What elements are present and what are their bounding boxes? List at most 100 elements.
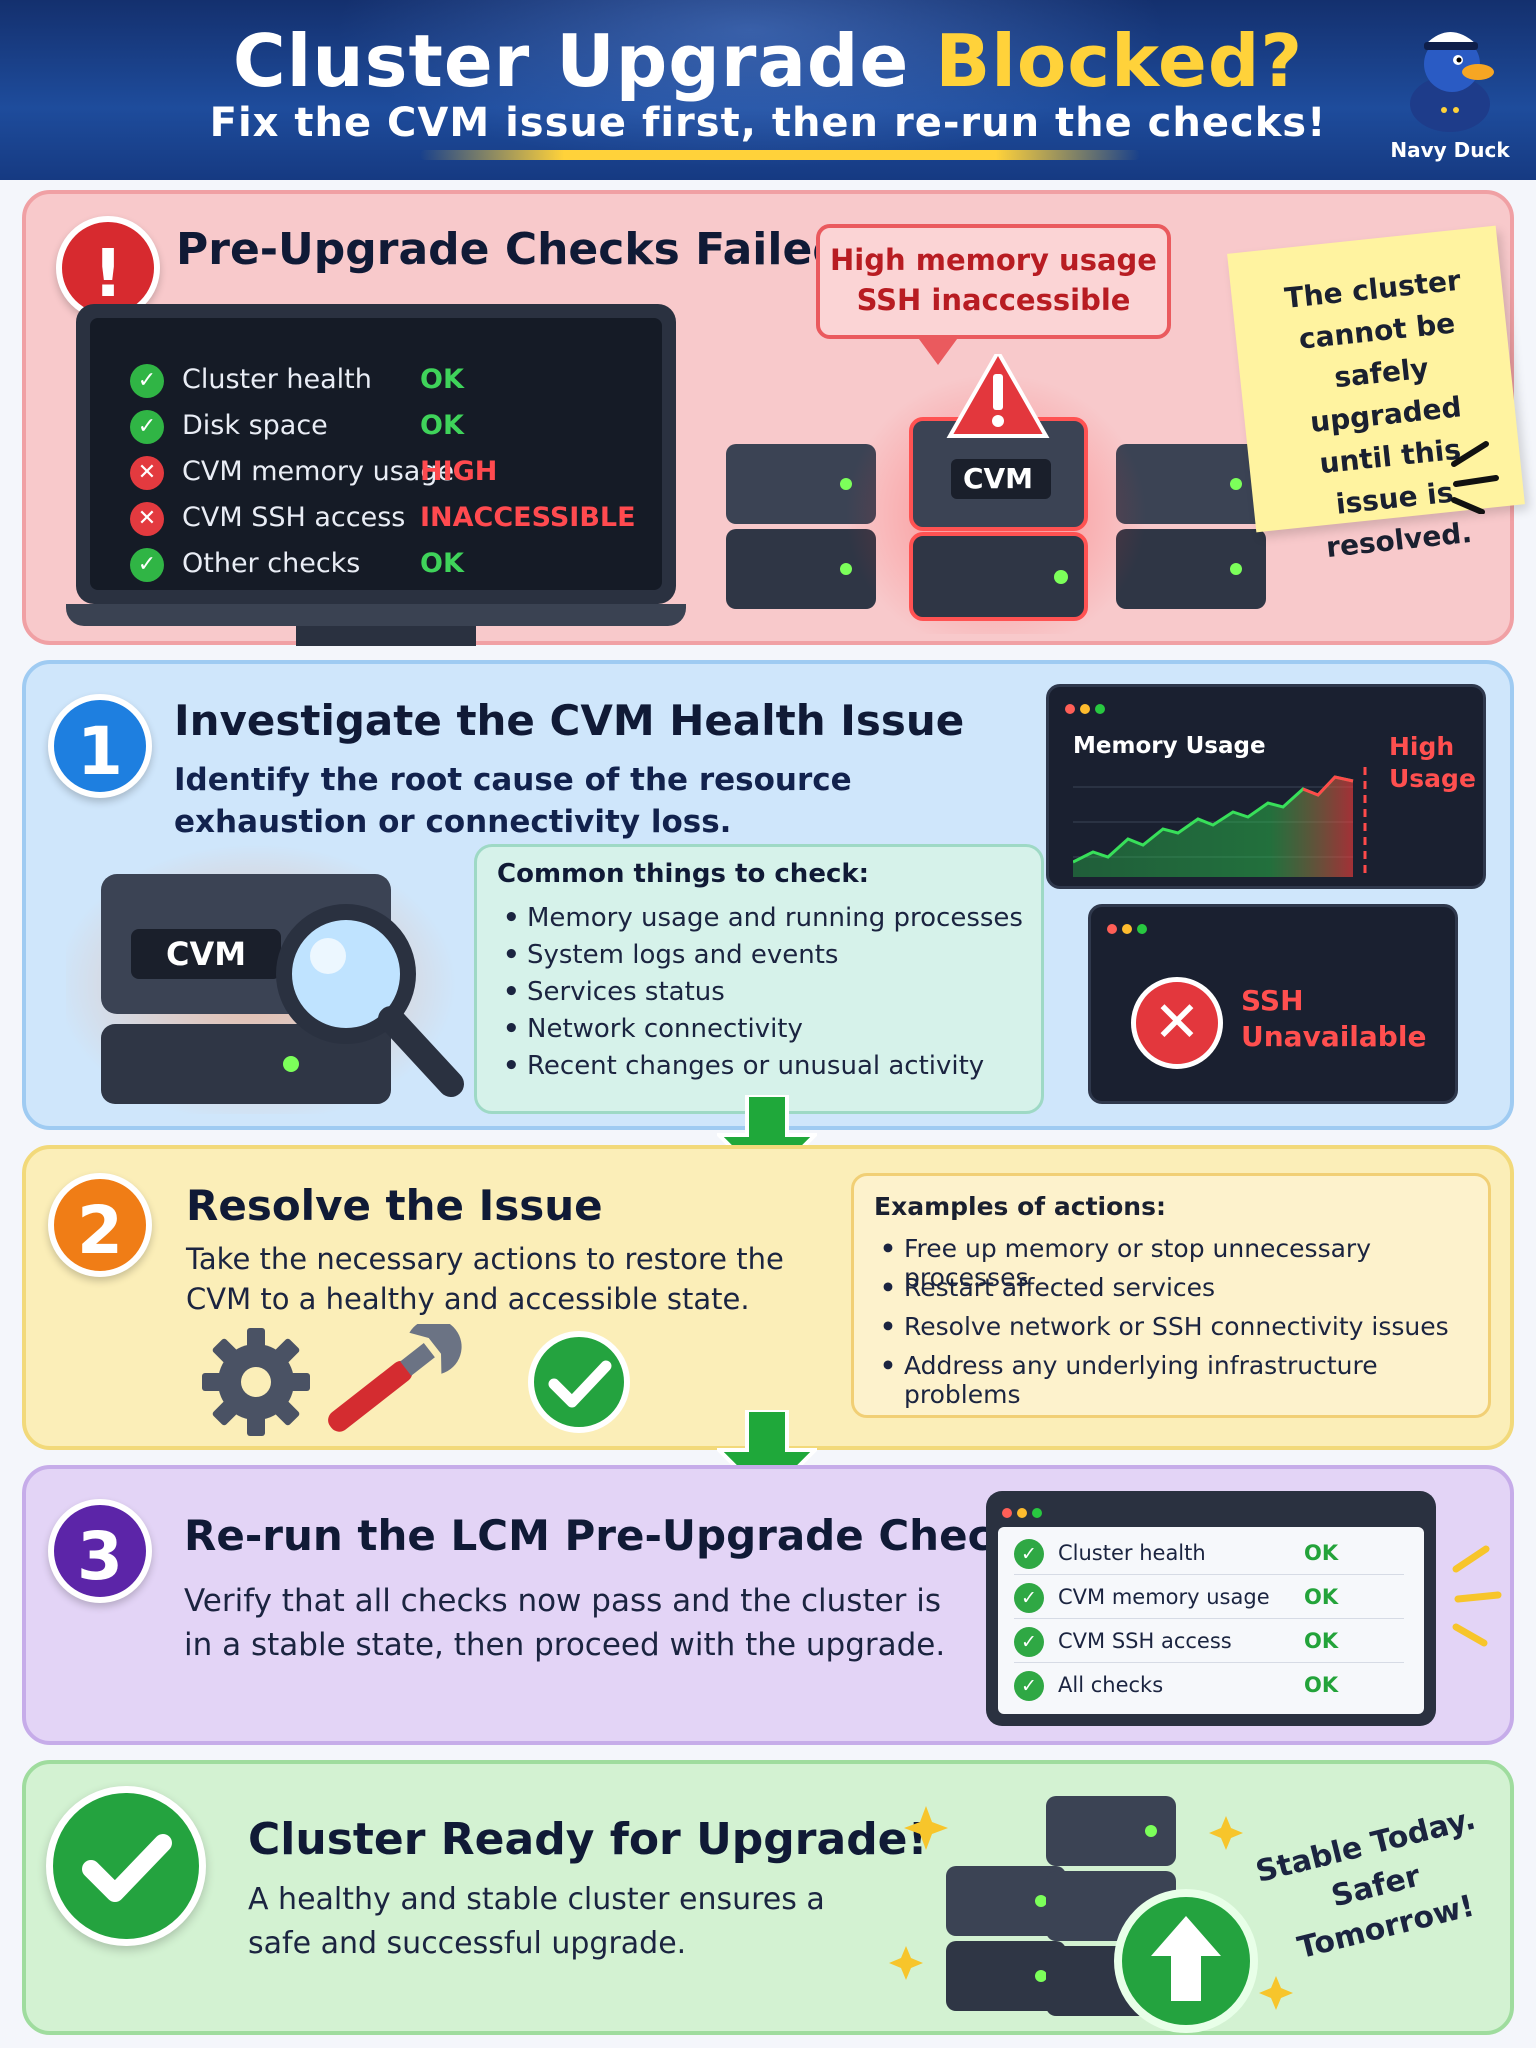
check-row: ✓ All checks OK <box>1014 1667 1404 1707</box>
check-row: ✕ CVM SSH access INACCESSIBLE <box>130 496 650 542</box>
check-ok-icon: ✓ <box>130 364 164 398</box>
check-ok-icon: ✓ <box>1014 1671 1044 1701</box>
step2-description: Take the necessary actions to restore th… <box>186 1242 784 1316</box>
check-row: ✓ Cluster health OK <box>130 358 650 404</box>
step2-number-badge: 2 <box>48 1173 152 1277</box>
error-x-icon: ✕ <box>1131 977 1223 1069</box>
check-label: CVM SSH access <box>1058 1629 1232 1653</box>
monitor-stand <box>296 626 476 646</box>
ssh-status-line: Unavailable <box>1241 1020 1427 1053</box>
memory-alert-line: High <box>1389 732 1455 761</box>
check-ok-icon: ✓ <box>130 410 164 444</box>
title-accent: Blocked? <box>935 19 1304 103</box>
check-label: Cluster health <box>1058 1541 1206 1565</box>
memory-usage-title: Memory Usage <box>1073 733 1266 759</box>
server-label: CVM <box>962 462 1034 495</box>
subtitle-underline <box>420 150 1140 160</box>
monitor-screen: ✓ Cluster health OK ✓ Disk space OK ✕ CV… <box>90 318 662 590</box>
cvm-magnify-icon <box>66 844 464 1114</box>
check-ok-icon: ✓ <box>1014 1539 1044 1569</box>
monitor-base <box>66 604 686 626</box>
window-dots <box>1002 1503 1047 1522</box>
duck-mascot-icon <box>1410 32 1494 132</box>
step3-number-badge: 3 <box>48 1499 152 1603</box>
check-value: INACCESSIBLE <box>420 502 636 533</box>
check-value: OK <box>1304 1541 1339 1565</box>
check-label: All checks <box>1058 1673 1164 1697</box>
check-row: ✓ Disk space OK <box>130 404 650 450</box>
list-item: Memory usage and running processes <box>497 903 1023 940</box>
page-subtitle: Fix the CVM issue first, then re-run the… <box>209 100 1327 146</box>
mascot-label: Navy Duck <box>1390 138 1510 162</box>
server-rack-icon <box>726 354 1266 634</box>
check-value: HIGH <box>420 456 498 487</box>
server-label: CVM <box>165 935 247 973</box>
passing-checks-window: ✓ Cluster health OK ✓ CVM memory usage O… <box>986 1491 1436 1726</box>
step3-title: Re-run the LCM Pre-Upgrade Checks <box>184 1511 1046 1560</box>
sparkle-lines-icon <box>1452 1545 1502 1647</box>
check-row: ✓ CVM SSH access OK <box>1014 1623 1404 1663</box>
memory-usage-chart <box>1073 767 1367 877</box>
step3-description: Verify that all checks now pass and the … <box>184 1583 946 1663</box>
ready-title: Cluster Ready for Upgrade! <box>248 1814 928 1865</box>
check-fail-icon: ✕ <box>130 502 164 536</box>
check-value: OK <box>420 410 464 441</box>
check-row: ✓ CVM memory usage OK <box>1014 1579 1404 1619</box>
alert-line: High memory usage <box>830 243 1157 277</box>
check-value: OK <box>1304 1629 1339 1653</box>
common-checks-list: Memory usage and running processes Syste… <box>497 903 1023 1088</box>
common-checks-title: Common things to check: <box>497 859 870 889</box>
check-label: CVM memory usage <box>1058 1585 1270 1609</box>
alert-line: SSH inaccessible <box>856 283 1131 317</box>
common-checks-box: Common things to check: Memory usage and… <box>474 844 1044 1114</box>
speech-tail <box>916 335 960 365</box>
step1-number-badge: 1 <box>48 694 152 798</box>
step1-description: Identify the root cause of the resource … <box>174 762 852 840</box>
checks-monitor: ✓ Cluster health OK ✓ Disk space OK ✕ CV… <box>76 304 676 604</box>
list-item: Address any underlying infrastructure pr… <box>874 1351 1488 1409</box>
window-dots <box>1065 699 1110 718</box>
memory-alert: High Usage <box>1389 731 1479 795</box>
check-value: OK <box>1304 1585 1339 1609</box>
emphasis-marks-icon <box>1451 441 1499 514</box>
step1-title: Investigate the CVM Health Issue <box>174 696 965 745</box>
examples-title: Examples of actions: <box>874 1192 1166 1221</box>
check-label: Disk space <box>182 410 328 441</box>
list-item: Recent changes or unusual activity <box>497 1051 1023 1088</box>
memory-usage-window: Memory Usage High Usage <box>1046 684 1486 889</box>
ready-panel: Cluster Ready for Upgrade! A healthy and… <box>22 1760 1514 2035</box>
memory-alert-line: Usage <box>1389 764 1476 793</box>
ssh-status-window: ✕ SSH Unavailable <box>1088 904 1458 1104</box>
check-ok-icon: ✓ <box>1014 1583 1044 1613</box>
check-ok-icon: ✓ <box>1014 1627 1044 1657</box>
examples-actions-box: Examples of actions: Free up memory or s… <box>851 1173 1491 1418</box>
step2-panel: 2 Resolve the Issue Take the necessary a… <box>22 1145 1514 1450</box>
check-value: OK <box>420 364 464 395</box>
step2-title: Resolve the Issue <box>186 1181 603 1230</box>
alert-speech-bubble: High memory usage SSH inaccessible <box>816 224 1171 339</box>
step3-panel: 3 Re-run the LCM Pre-Upgrade Checks Veri… <box>22 1465 1514 1745</box>
check-row: ✕ CVM memory usage HIGH <box>130 450 650 496</box>
ready-description: A healthy and stable cluster ensures a s… <box>248 1882 825 1961</box>
check-label: CVM memory usage <box>182 456 455 487</box>
checks-list: ✓ Cluster health OK ✓ CVM memory usage O… <box>998 1527 1424 1714</box>
list-item: Services status <box>497 977 1023 1014</box>
repair-tools-icon <box>202 1324 630 1436</box>
ready-check-icon <box>46 1786 206 1946</box>
examples-list: Free up memory or stop unnecessary proce… <box>874 1234 1488 1409</box>
check-label: Other checks <box>182 548 361 579</box>
list-item: Restart affected services <box>874 1273 1488 1312</box>
window-dots <box>1107 919 1152 938</box>
check-value: OK <box>420 548 464 579</box>
page-title: Cluster Upgrade Blocked? <box>0 18 1536 104</box>
check-ok-icon: ✓ <box>130 548 164 582</box>
check-value: OK <box>1304 1673 1339 1697</box>
ssh-status-text: SSH Unavailable <box>1241 983 1426 1055</box>
list-item: System logs and events <box>497 940 1023 977</box>
title-main: Cluster Upgrade <box>232 19 910 103</box>
list-item: Resolve network or SSH connectivity issu… <box>874 1312 1488 1351</box>
step1-panel: 1 Investigate the CVM Health Issue Ident… <box>22 660 1514 1130</box>
ssh-status-line: SSH <box>1241 984 1304 1017</box>
failed-checks-panel: ! Pre-Upgrade Checks Failed ✓ Cluster he… <box>22 190 1525 646</box>
check-row: ✓ Cluster health OK <box>1014 1535 1404 1575</box>
